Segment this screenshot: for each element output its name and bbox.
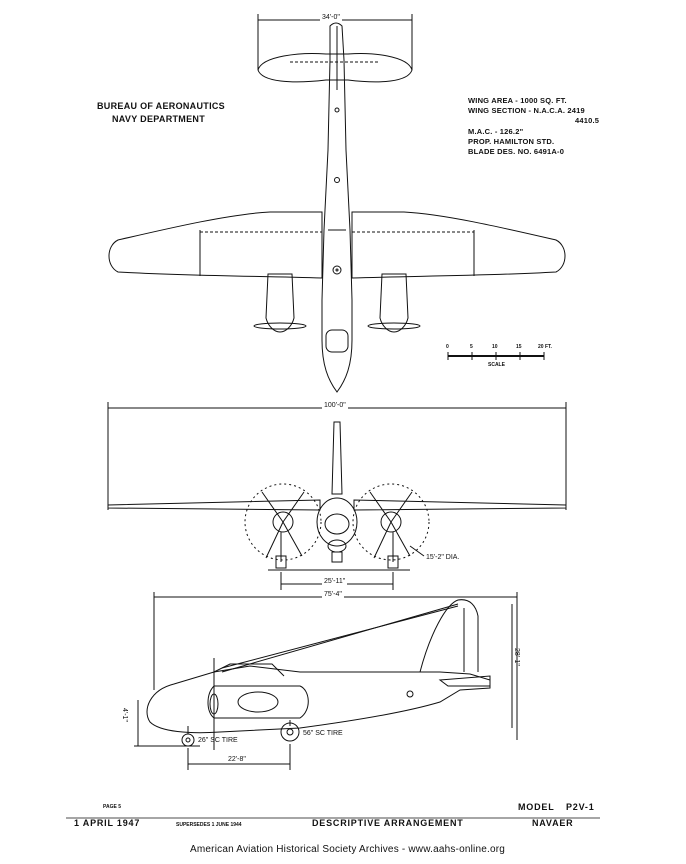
spec-mac: M.A.C. - 126.2" bbox=[468, 127, 524, 136]
spec-wing-section-tip: 4410.5 bbox=[575, 116, 600, 125]
wheelbase-dimension: 22'-8" bbox=[226, 756, 248, 763]
nose-tire-label: 26" SC TIRE bbox=[198, 737, 238, 744]
scale-tick-0: 0 bbox=[446, 344, 449, 350]
scale-bar bbox=[448, 352, 544, 360]
spec-wing-area: WING AREA - 1000 SQ. FT. bbox=[468, 96, 567, 105]
tail-span-dimension: 34'-0" bbox=[320, 14, 342, 21]
scale-tick-15: 15 bbox=[516, 344, 522, 350]
scale-tick-5: 5 bbox=[470, 344, 473, 350]
spec-blade: BLADE DES. NO. 6491A-0 bbox=[468, 147, 565, 156]
front-view bbox=[108, 402, 566, 590]
footer-org: NAVAER bbox=[532, 818, 574, 828]
archive-credit: American Aviation Historical Society Arc… bbox=[190, 844, 506, 855]
ground-line-dimension: 4'-1" bbox=[121, 708, 128, 722]
plan-view bbox=[109, 14, 565, 392]
spec-wing-section: WING SECTION - N.A.C.A. 2419 bbox=[468, 106, 585, 115]
page-number: PAGE 5 bbox=[103, 804, 121, 810]
scale-tick-20: 20 FT. bbox=[538, 344, 552, 350]
main-tire-label: 56" SC TIRE bbox=[303, 730, 343, 737]
height-dimension: 28'-1" bbox=[513, 648, 520, 666]
tread-dimension: 25'-11" bbox=[322, 578, 348, 585]
bureau-line-1: BUREAU OF AERONAUTICS bbox=[97, 101, 225, 111]
bureau-line-2: NAVY DEPARTMENT bbox=[112, 114, 206, 124]
footer-date: 1 APRIL 1947 bbox=[74, 818, 141, 828]
scale-tick-10: 10 bbox=[492, 344, 498, 350]
scale-label: SCALE bbox=[488, 362, 505, 368]
footer-model: P2V-1 bbox=[566, 802, 595, 812]
length-dimension: 75'-4" bbox=[322, 591, 344, 598]
side-view bbox=[134, 592, 517, 770]
footer-model-label: MODEL bbox=[518, 802, 555, 812]
wing-span-dimension: 100'-0" bbox=[322, 402, 348, 409]
footer-title: DESCRIPTIVE ARRANGEMENT bbox=[312, 818, 464, 828]
footer-supersedes: SUPERSEDES 1 JUNE 1944 bbox=[176, 822, 242, 828]
spec-prop: PROP. HAMILTON STD. bbox=[468, 137, 555, 146]
prop-diameter-dimension: 15'-2" DIA. bbox=[426, 554, 460, 561]
